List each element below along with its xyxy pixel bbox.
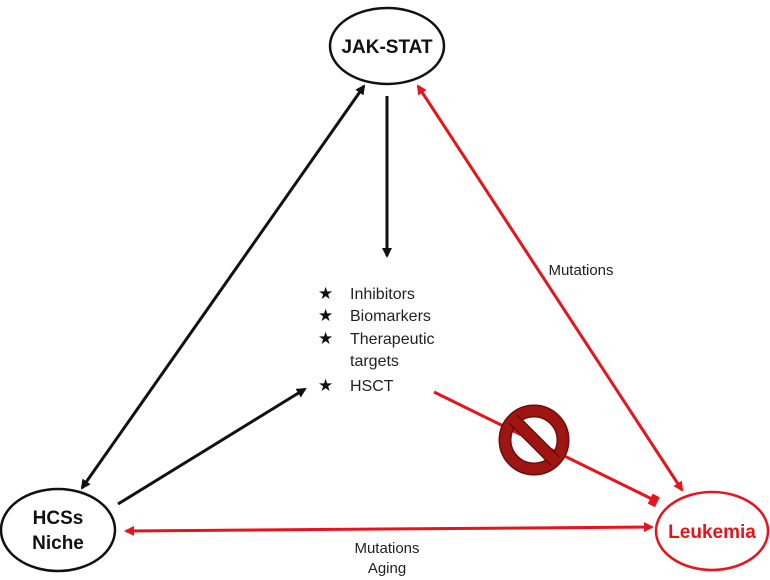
edge-niche-jak-stat-bidirectional bbox=[80, 84, 366, 490]
list-bullet-star: ★ bbox=[318, 306, 333, 326]
edge-label-bottom-mutations: Mutations bbox=[354, 540, 419, 557]
prohibition-icon bbox=[498, 404, 570, 476]
node-leukemia: Leukemia bbox=[654, 490, 770, 572]
list-bullet-star: ★ bbox=[318, 329, 333, 349]
edge-label-bottom-aging: Aging bbox=[368, 560, 406, 577]
edge-jak-stat-leukemia-bidirectional bbox=[416, 84, 684, 492]
list-item-therapeutic: Therapeutic bbox=[350, 331, 435, 348]
node-hscs-niche-label-line2: Niche bbox=[32, 533, 84, 554]
node-leukemia-label: Leukemia bbox=[668, 522, 756, 543]
list-item-biomarkers: Biomarkers bbox=[350, 308, 431, 325]
edge-label-right-mutations: Mutations bbox=[548, 262, 613, 279]
list-item-targets: targets bbox=[350, 353, 399, 370]
list-bullet-star: ★ bbox=[318, 376, 333, 396]
node-jak-stat-label: JAK-STAT bbox=[341, 37, 433, 58]
node-jak-stat: JAK-STAT bbox=[328, 6, 446, 86]
list-item-hsct: HSCT bbox=[350, 378, 394, 395]
node-hscs-niche: HCSs Niche bbox=[0, 487, 117, 573]
inhibition-bar bbox=[647, 493, 660, 508]
list-bullet-star: ★ bbox=[318, 284, 333, 304]
edge-niche-to-list bbox=[117, 387, 307, 506]
node-hscs-niche-label-line1: HCSs bbox=[33, 508, 84, 529]
therapy-list: ★ Inhibitors ★ Biomarkers ★ Therapeutic … bbox=[318, 284, 435, 396]
list-item-inhibitors: Inhibitors bbox=[350, 286, 415, 303]
edge-niche-leukemia-bidirectional bbox=[124, 522, 654, 536]
